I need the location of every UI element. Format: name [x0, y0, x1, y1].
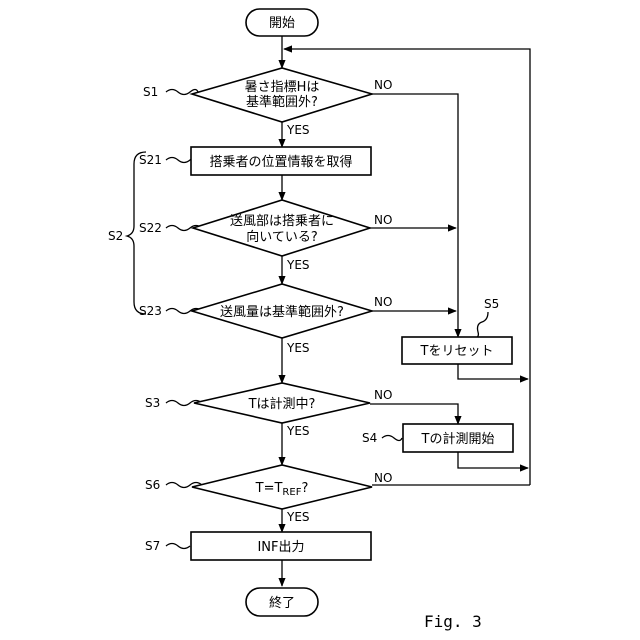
s6-sub: REF	[282, 487, 301, 498]
step-label-s22: S22	[139, 221, 162, 235]
figure-label: Fig. 3	[424, 612, 482, 631]
process-s5: Tをリセット	[402, 337, 512, 364]
step-label-s7: S7	[145, 539, 160, 553]
decision-s6: T=TREF?	[192, 465, 372, 509]
s4-label: Tの計測開始	[421, 431, 495, 447]
step-label-s6: S6	[145, 478, 160, 492]
s23-yes-label: YES	[286, 341, 310, 355]
s6-yes-label: YES	[286, 510, 310, 524]
s6-tail: ?	[301, 481, 308, 496]
s6-no-label: NO	[374, 471, 392, 485]
s6-main: T=T	[255, 481, 283, 496]
s23-no-label: NO	[374, 295, 392, 309]
arrow-s3-no	[370, 404, 458, 424]
end-label: 終了	[269, 595, 295, 611]
start-label: 開始	[269, 16, 295, 31]
s1-line1: 暑さ指標Hは	[245, 80, 320, 95]
process-s7: INF出力	[191, 532, 371, 560]
s3-label: Tは計測中?	[248, 396, 316, 412]
decision-s22: 送風部は搭乗者に 向いている?	[193, 200, 370, 256]
leader-s7	[166, 544, 190, 549]
s3-no-label: NO	[374, 388, 392, 402]
s22-line2: 向いている?	[246, 229, 318, 245]
arrow-s5-to-loop	[458, 364, 528, 379]
step-label-s4: S4	[362, 431, 377, 445]
step-label-s21: S21	[139, 153, 162, 167]
process-s4: Tの計測開始	[403, 424, 513, 452]
step-label-s1: S1	[143, 85, 158, 99]
s23-label: 送風量は基準範囲外?	[220, 304, 344, 320]
s5-label: Tをリセット	[420, 344, 494, 359]
s1-yes-label: YES	[286, 123, 310, 137]
leader-s5	[472, 312, 488, 340]
step-label-s2: S2	[108, 229, 123, 243]
step-label-s5: S5	[484, 297, 499, 311]
s21-label: 搭乗者の位置情報を取得	[209, 154, 352, 170]
s1-no-label: NO	[374, 78, 392, 92]
s22-yes-label: YES	[286, 258, 310, 272]
start-terminal: 開始	[246, 9, 318, 36]
s3-yes-label: YES	[286, 424, 310, 438]
decision-s3: Tは計測中?	[194, 383, 370, 423]
process-s21: 搭乗者の位置情報を取得	[191, 147, 371, 175]
end-terminal: 終了	[246, 588, 318, 616]
s7-label: INF出力	[257, 540, 304, 555]
step-label-s3: S3	[145, 396, 160, 410]
arrow-return-loop	[284, 49, 530, 485]
decision-s23: 送風量は基準範囲外?	[192, 284, 372, 338]
step-label-s23: S23	[139, 304, 162, 318]
decision-s1: 暑さ指標Hは 基準範囲外?	[192, 68, 372, 122]
s1-line2: 基準範囲外?	[246, 94, 318, 110]
leader-s4	[382, 436, 402, 441]
arrow-s4-to-loop	[458, 452, 528, 468]
s22-line1: 送風部は搭乗者に	[230, 213, 334, 229]
s22-no-label: NO	[374, 213, 392, 227]
